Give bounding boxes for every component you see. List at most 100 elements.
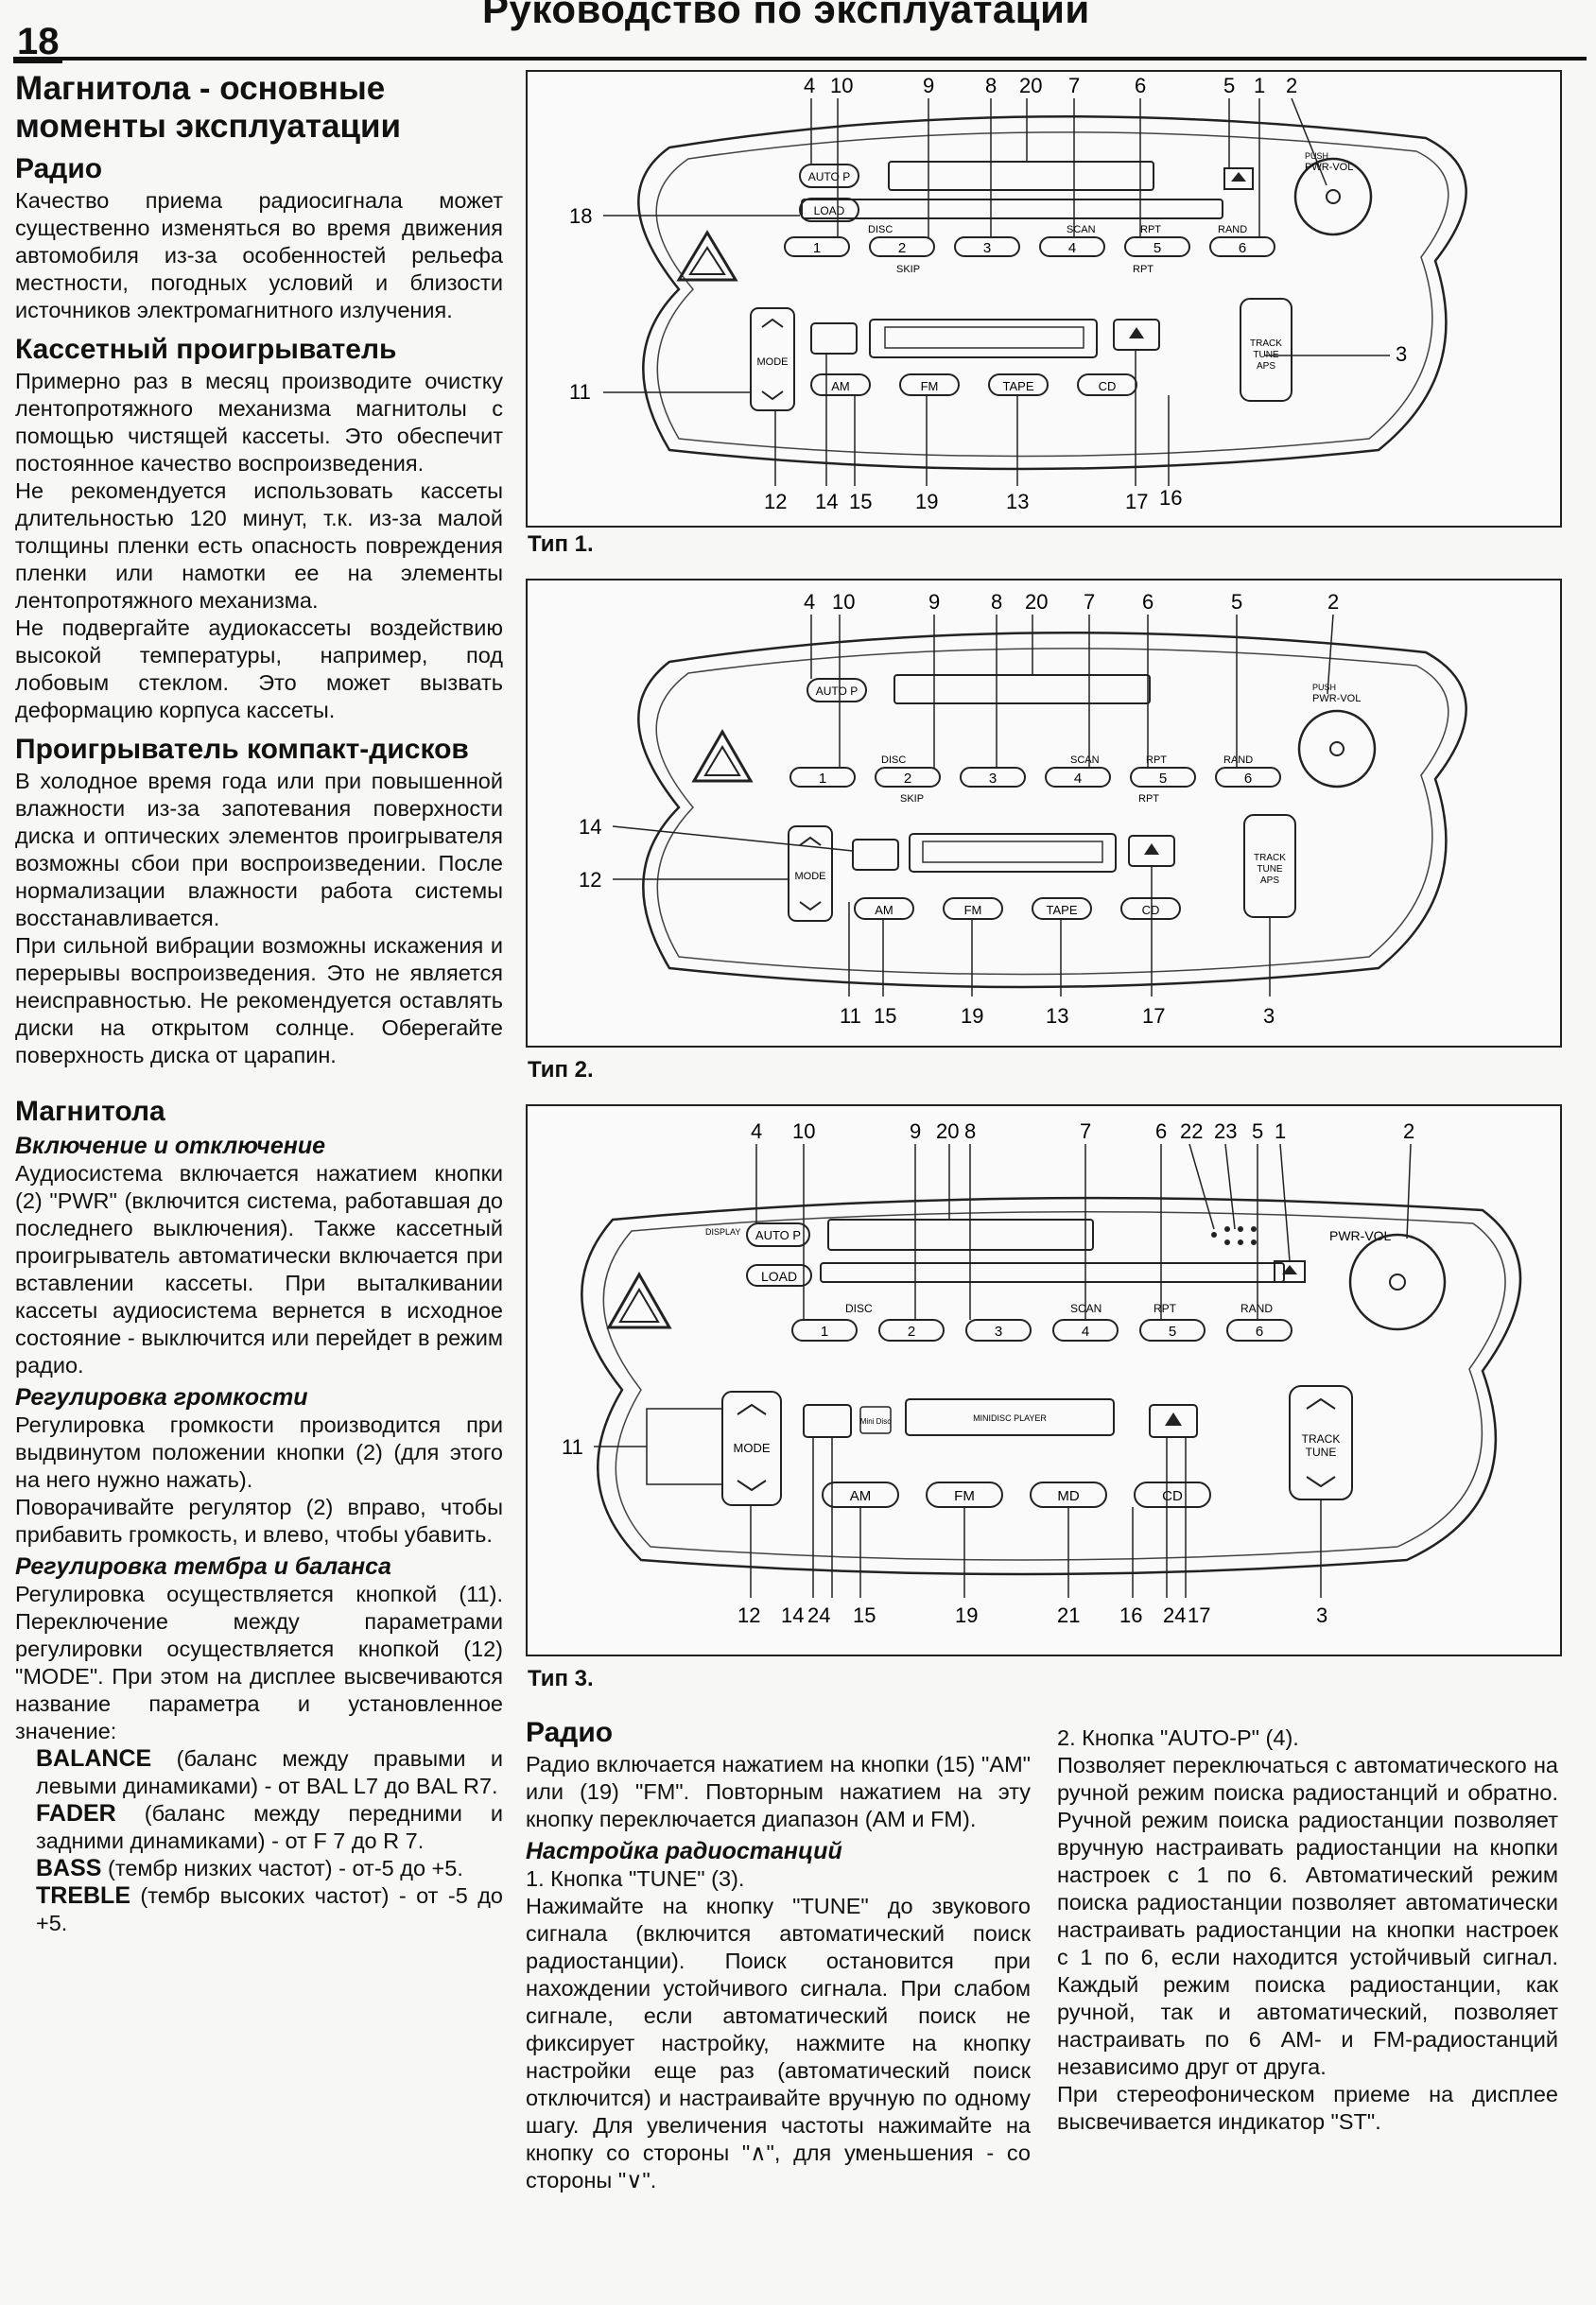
svg-text:4: 4 bbox=[1082, 1324, 1089, 1340]
radio-heading-2: Радио bbox=[526, 1717, 614, 1748]
svg-text:18: 18 bbox=[569, 204, 592, 228]
svg-text:13: 13 bbox=[1006, 490, 1029, 513]
cassette-slot bbox=[869, 319, 1098, 358]
svg-text:RPT: RPT bbox=[1133, 264, 1154, 275]
cd-p1: В холодное время года или при повышенной… bbox=[15, 769, 503, 930]
caption-type1: Тип 1. bbox=[528, 531, 594, 557]
auto-p-label: AUTO P bbox=[816, 685, 858, 698]
cd-slot bbox=[801, 199, 1223, 219]
mode-rocker bbox=[788, 825, 833, 922]
svg-text:APS: APS bbox=[1260, 875, 1279, 886]
svg-text:9: 9 bbox=[923, 74, 934, 97]
svg-text:PWR-VOL: PWR-VOL bbox=[1312, 693, 1361, 704]
svg-text:5: 5 bbox=[1159, 771, 1167, 787]
svg-text:3: 3 bbox=[1396, 342, 1407, 366]
radio-diagram-type3: DISPLAY AUTO P PWR-VOL LOAD 1 2 3 4 5 6 … bbox=[562, 1119, 1522, 1627]
svg-text:6: 6 bbox=[1135, 74, 1146, 97]
svg-text:6: 6 bbox=[1244, 771, 1252, 787]
svg-text:6: 6 bbox=[1155, 1119, 1167, 1143]
svg-text:19: 19 bbox=[915, 490, 938, 513]
svg-text:SCAN: SCAN bbox=[1067, 224, 1096, 235]
svg-text:5: 5 bbox=[1252, 1119, 1263, 1143]
cassette-p2: Не рекомендуется использовать кассеты дл… bbox=[15, 478, 503, 613]
svg-text:9: 9 bbox=[910, 1119, 921, 1143]
svg-text:2: 2 bbox=[1327, 590, 1339, 614]
middle-column: Радио Радио включается нажатием на кнопк… bbox=[526, 1713, 1031, 2194]
svg-text:CD: CD bbox=[1162, 1488, 1183, 1504]
cassette-p1: Примерно раз в месяц производите очистку… bbox=[15, 369, 503, 476]
svg-text:12: 12 bbox=[764, 490, 787, 513]
radio-text-2: Радио включается нажатием на кнопки (15)… bbox=[526, 1752, 1031, 1831]
svg-text:15: 15 bbox=[853, 1603, 876, 1627]
svg-text:3: 3 bbox=[989, 771, 997, 787]
st-text: При стереофоническом приеме на дисплее в… bbox=[1057, 2082, 1558, 2134]
cd-p2: При сильной вибрации возможны искажения … bbox=[15, 933, 503, 1067]
svg-text:17: 17 bbox=[1125, 490, 1148, 513]
header-rule bbox=[13, 57, 1587, 61]
lcd-display bbox=[893, 674, 1151, 704]
svg-text:TUNE: TUNE bbox=[1257, 864, 1283, 875]
svg-text:5: 5 bbox=[1223, 74, 1235, 97]
callouts-bottom: 12 14 15 19 13 17 16 bbox=[764, 486, 1182, 513]
svg-text:13: 13 bbox=[1046, 1004, 1068, 1028]
svg-text:MODE: MODE bbox=[734, 1441, 771, 1455]
svg-text:2: 2 bbox=[1403, 1119, 1414, 1143]
svg-text:5: 5 bbox=[1231, 590, 1242, 614]
svg-text:3: 3 bbox=[995, 1324, 1002, 1340]
source-buttons-row: AM FM TAPE CD bbox=[854, 897, 1181, 920]
svg-text:10: 10 bbox=[832, 590, 855, 614]
tuning-heading: Настройка радиостанций bbox=[526, 1838, 842, 1864]
svg-text:PUSH: PUSH bbox=[1312, 683, 1336, 692]
load-label: LOAD bbox=[761, 1269, 797, 1284]
pwr-vol-knob bbox=[1348, 1233, 1447, 1331]
svg-text:15: 15 bbox=[874, 1004, 896, 1028]
radio-diagram-type2: AUTO P 1 2 3 4 5 6 DISC SCAN RPT RAND SK… bbox=[579, 590, 1467, 1028]
autop-text: Позволяет переключаться с автоматическог… bbox=[1057, 1753, 1558, 2079]
param-treble: TREBLE (тембр высоких частот) - от -5 до… bbox=[36, 1882, 503, 1935]
callouts-top: 4 10 9 8 20 7 6 5 2 bbox=[804, 590, 1339, 614]
callouts-side: 11 bbox=[562, 1435, 583, 1459]
cd-slot bbox=[820, 1262, 1285, 1283]
caption-type2: Тип 2. bbox=[528, 1057, 594, 1083]
svg-text:6: 6 bbox=[1142, 590, 1154, 614]
svg-text:6: 6 bbox=[1256, 1324, 1263, 1340]
svg-text:20: 20 bbox=[936, 1119, 959, 1143]
cassette-p3: Не подвергайте аудиокассеты воздействию … bbox=[15, 615, 503, 722]
svg-text:TRACK: TRACK bbox=[1254, 853, 1286, 863]
svg-text:1: 1 bbox=[821, 1324, 828, 1340]
svg-text:RAND: RAND bbox=[1218, 224, 1247, 235]
svg-text:MINIDISC PLAYER: MINIDISC PLAYER bbox=[973, 1413, 1047, 1423]
hazard-icon bbox=[606, 1271, 672, 1329]
autop-head: 2. Кнопка "AUTO-P" (4). bbox=[1057, 1725, 1299, 1750]
cassette-eject-button bbox=[1113, 319, 1160, 351]
onoff-text: Аудиосистема включается нажатием кнопки … bbox=[15, 1161, 503, 1378]
svg-text:3: 3 bbox=[983, 240, 991, 256]
svg-text:TRACK: TRACK bbox=[1250, 338, 1282, 349]
svg-text:22: 22 bbox=[1180, 1119, 1203, 1143]
svg-text:7: 7 bbox=[1084, 590, 1095, 614]
svg-text:8: 8 bbox=[985, 74, 997, 97]
right-column: 2. Кнопка "AUTO-P" (4). Позволяет перекл… bbox=[1057, 1724, 1558, 2136]
svg-text:DISC: DISC bbox=[881, 754, 906, 766]
svg-text:17: 17 bbox=[1142, 1004, 1165, 1028]
svg-text:CD: CD bbox=[1142, 903, 1160, 917]
svg-text:4: 4 bbox=[804, 74, 815, 97]
svg-text:SCAN: SCAN bbox=[1070, 754, 1100, 766]
svg-text:AM: AM bbox=[850, 1488, 872, 1504]
tune-head: 1. Кнопка "TUNE" (3). bbox=[526, 1866, 745, 1891]
svg-text:RPT: RPT bbox=[1154, 1302, 1177, 1315]
tone-heading: Регулировка тембра и баланса bbox=[15, 1553, 391, 1580]
param-fader: FADER (баланс между передними и задними … bbox=[36, 1800, 503, 1853]
cassette-dir-button bbox=[852, 839, 899, 871]
svg-text:15: 15 bbox=[849, 490, 872, 513]
callouts-top: 4 10 9 20 8 7 6 22 23 5 1 2 bbox=[751, 1119, 1414, 1143]
svg-text:2: 2 bbox=[1286, 74, 1297, 97]
svg-text:23: 23 bbox=[1214, 1119, 1237, 1143]
svg-text:12: 12 bbox=[579, 868, 601, 892]
svg-text:APS: APS bbox=[1257, 361, 1275, 372]
minidisc-logo: Mini Disc bbox=[860, 1417, 891, 1426]
svg-text:6: 6 bbox=[1239, 240, 1246, 256]
svg-text:11: 11 bbox=[562, 1435, 583, 1459]
svg-text:2: 2 bbox=[904, 771, 911, 787]
param-bass: BASS (тембр низких частот) - от-5 до +5. bbox=[36, 1855, 463, 1881]
